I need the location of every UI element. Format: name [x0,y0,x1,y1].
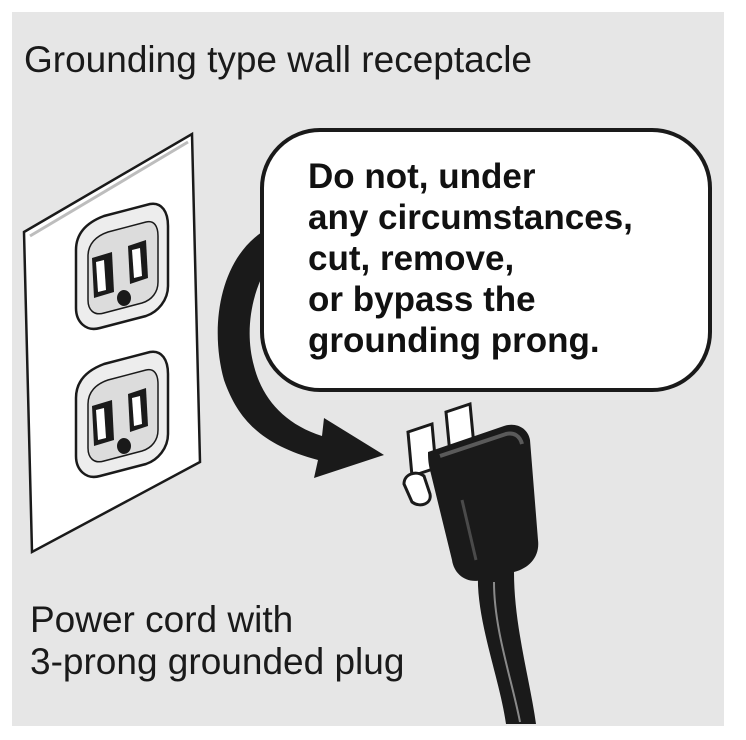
warning-line: or bypass the [308,280,536,319]
lower-outlet [74,350,170,479]
warning-text: Do not, under any circumstances, cut, re… [308,156,633,361]
warning-line: cut, remove, [308,239,515,278]
warning-bubble [260,128,712,392]
receptacle-label: Grounding type wall receptacle [24,39,533,80]
upper-outlet [74,202,170,331]
curved-arrow [217,232,384,478]
plug-and-cord [402,401,539,724]
warning-line: Do not, under [308,157,536,196]
cord-label-line: 3-prong grounded plug [30,641,405,682]
wall-receptacle [22,131,202,555]
cord-label-line: Power cord with [30,599,294,640]
warning-line: any circumstances, [308,198,633,237]
warning-line: grounding prong. [308,321,600,360]
